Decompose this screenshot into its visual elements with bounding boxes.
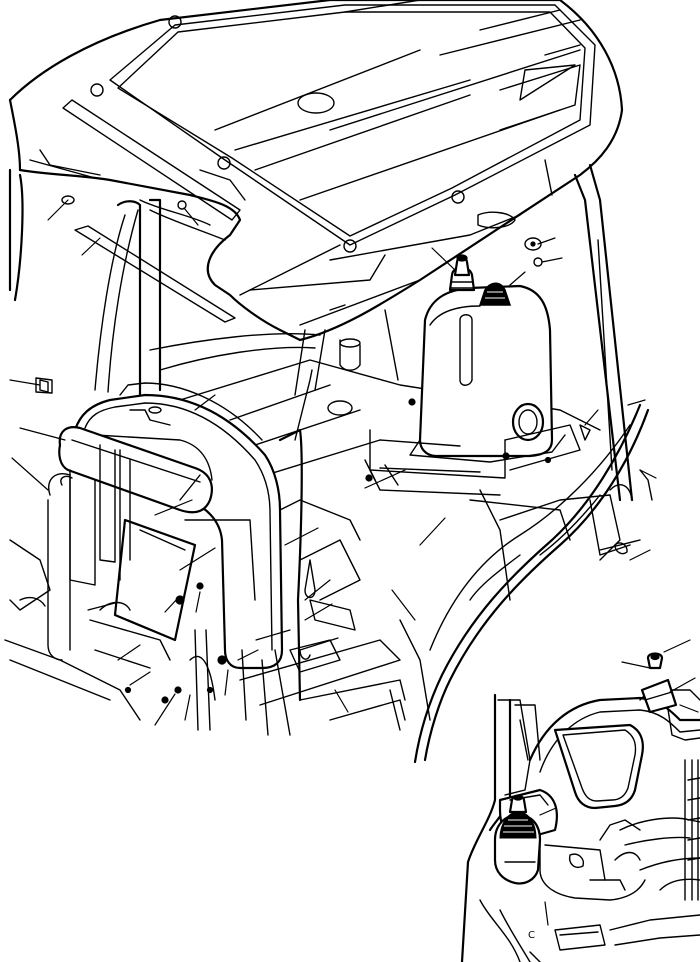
- front-glass-assembly: [4, 195, 316, 736]
- leader-lines: [9, 199, 657, 726]
- door-frame: [389, 403, 653, 764]
- right-control-console: [364, 237, 591, 541]
- inset-label: C: [528, 930, 535, 941]
- cab-frame: [8, 159, 634, 502]
- roof-panel: [8, 0, 624, 342]
- detail-inset: C: [460, 639, 700, 962]
